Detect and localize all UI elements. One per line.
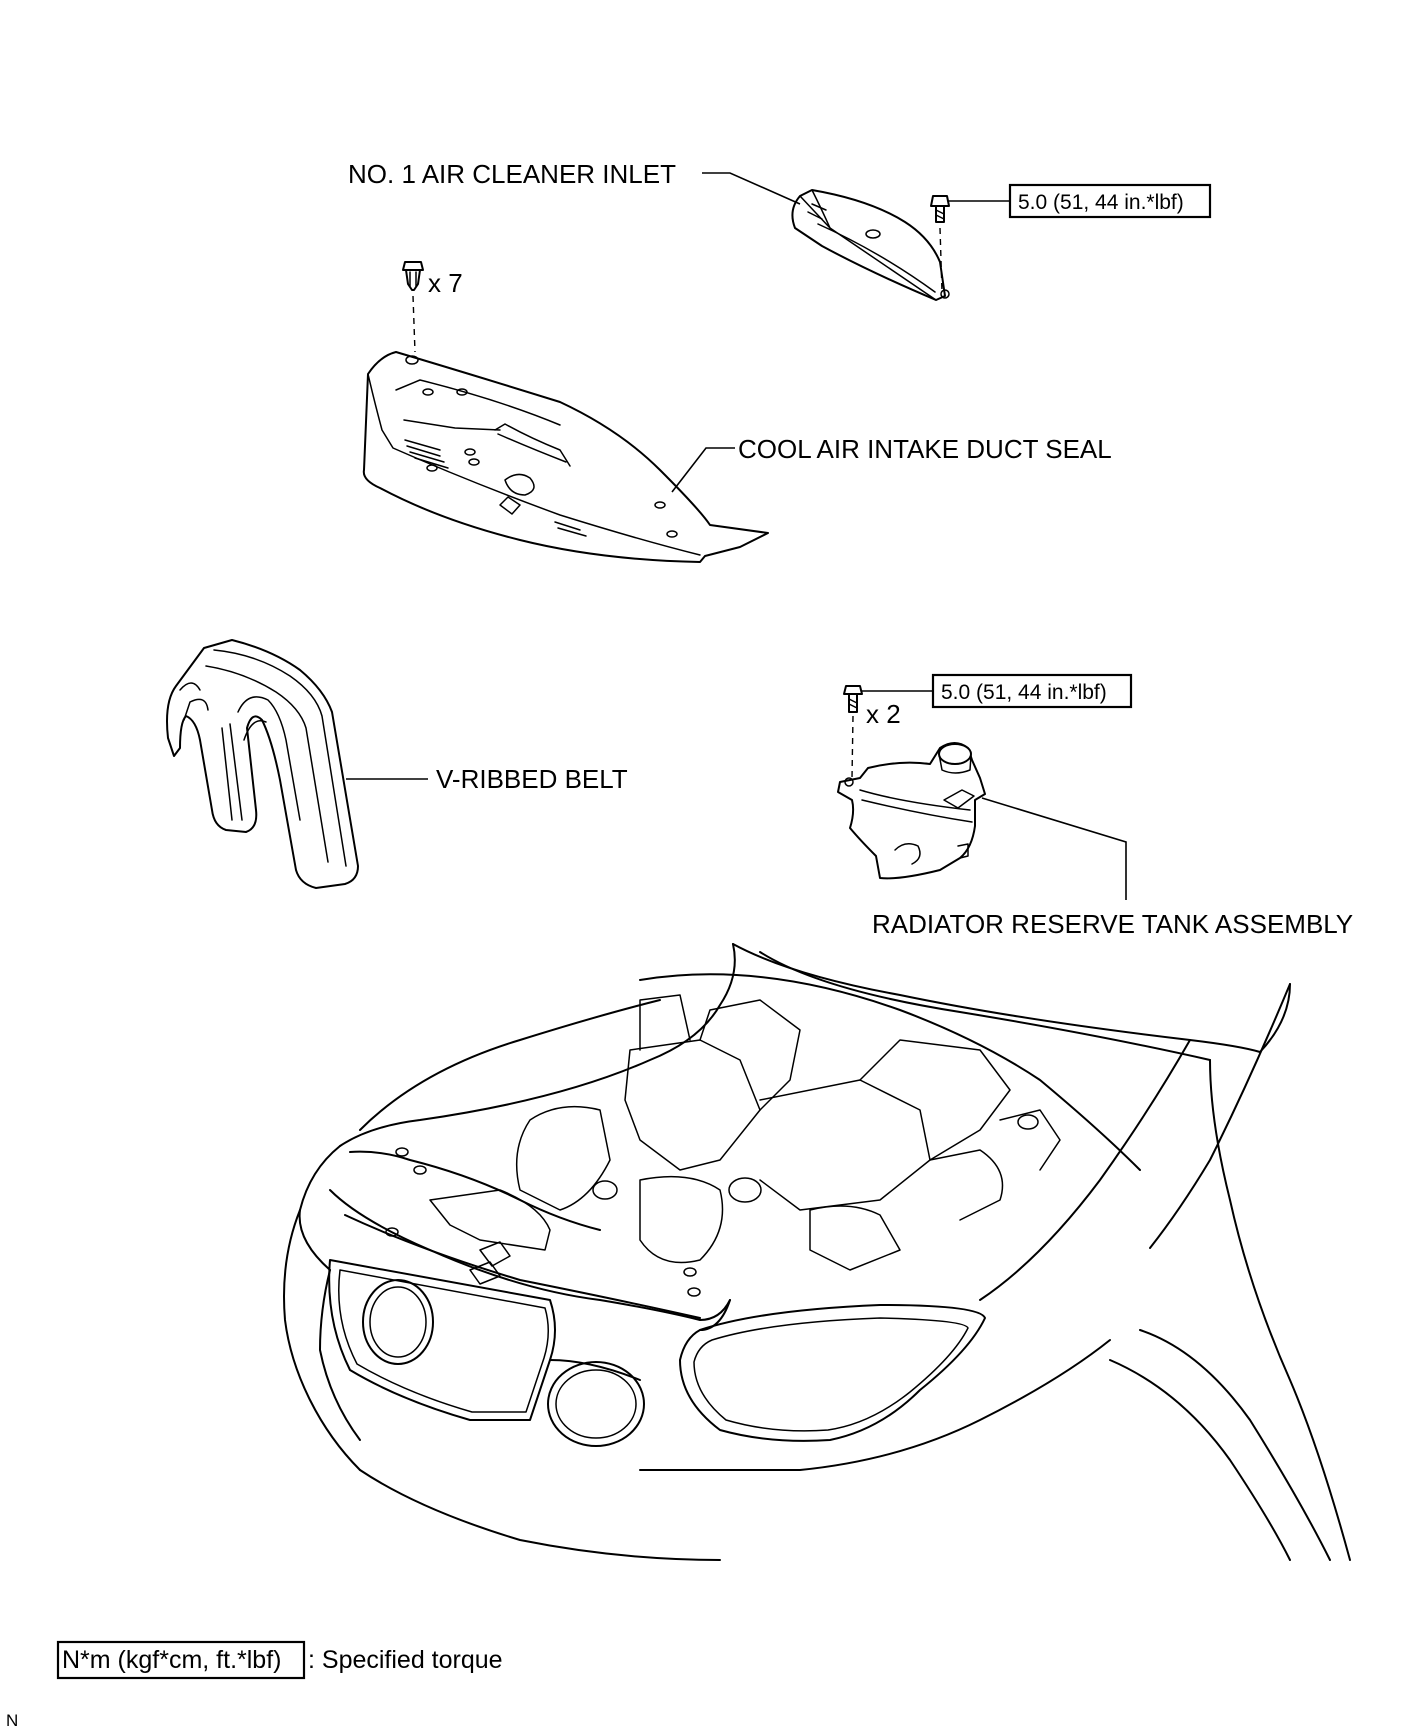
reserve-tank-label: RADIATOR RESERVE TANK ASSEMBLY bbox=[872, 909, 1353, 939]
tank-bolt-quantity: x 2 bbox=[866, 699, 901, 729]
tank-torque-value: 5.0 (51, 44 in.*lbf) bbox=[941, 681, 1107, 704]
intake-duct-seal-label: COOL AIR INTAKE DUCT SEAL bbox=[738, 434, 1112, 464]
clip-quantity: x 7 bbox=[428, 268, 463, 298]
legend-description: : Specified torque bbox=[308, 1646, 503, 1674]
vehicle-front-illustration bbox=[283, 943, 1351, 1561]
legend-unit-box bbox=[56, 1640, 306, 1680]
tank-bolt-guide bbox=[851, 715, 854, 779]
v-ribbed-belt-part bbox=[166, 639, 359, 889]
reserve-tank-leader bbox=[981, 797, 1127, 900]
inlet-torque-box bbox=[1008, 183, 1212, 219]
corner-mark: N bbox=[6, 1711, 18, 1730]
inlet-torque-value: 5.0 (51, 44 in.*lbf) bbox=[1018, 191, 1184, 214]
inlet-bolt bbox=[930, 195, 950, 223]
tank-torque-box bbox=[931, 673, 1133, 709]
air-cleaner-inlet-leader bbox=[702, 172, 801, 205]
air-cleaner-inlet-label: NO. 1 AIR CLEANER INLET bbox=[348, 159, 676, 189]
legend-unit-text: N*m (kgf*cm, ft.*lbf) bbox=[62, 1646, 281, 1674]
push-clip bbox=[402, 261, 424, 291]
intake-duct-seal-part bbox=[362, 351, 769, 563]
tank-bolt bbox=[843, 685, 863, 713]
clip-guide bbox=[412, 295, 416, 353]
reserve-tank-part bbox=[837, 742, 986, 880]
intake-duct-seal-leader bbox=[671, 447, 735, 493]
v-ribbed-belt-label: V-RIBBED BELT bbox=[436, 764, 628, 794]
air-cleaner-inlet-part bbox=[791, 189, 950, 301]
